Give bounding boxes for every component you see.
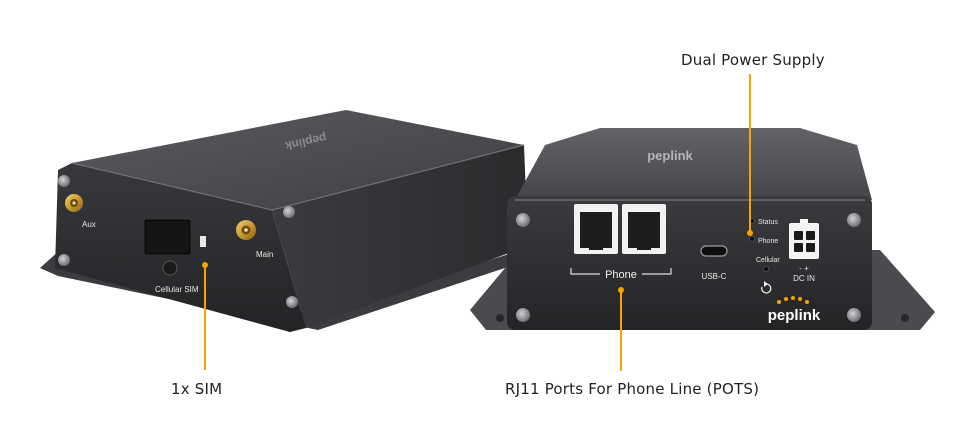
cellular-led-label: Cellular	[756, 257, 780, 264]
sim-callout: 1x SIM	[171, 380, 223, 398]
main-antenna-connector	[236, 220, 256, 240]
flange-hole	[496, 314, 504, 322]
flange-hole	[901, 314, 909, 322]
sim-port-label: Cellular SIM	[155, 285, 199, 294]
screw	[847, 308, 861, 322]
phone-bracket	[642, 268, 672, 275]
aux-antenna-connector	[65, 194, 83, 212]
sim-eject-button	[162, 260, 178, 276]
reset-icon	[761, 281, 772, 294]
rj11-port	[574, 204, 618, 254]
peplink-brand-text: peplink	[768, 307, 821, 324]
rj11-ports-callout: RJ11 Ports For Phone Line (POTS)	[505, 380, 760, 398]
sim-slot-cover	[144, 219, 191, 255]
phone-led-label: Phone	[758, 238, 778, 245]
right-top-surface	[515, 128, 872, 200]
dc-polarity-label: - +	[799, 264, 809, 273]
dual-power-supply-callout: Dual Power Supply	[681, 51, 825, 69]
main-port-label: Main	[256, 250, 273, 259]
aux-port-label: Aux	[82, 220, 96, 229]
rj11-port	[622, 204, 666, 254]
usb-c-port	[700, 245, 728, 257]
dc-in-label: DC IN	[793, 274, 815, 283]
peplink-logo: peplink	[768, 296, 821, 324]
right-top-logo: peplink	[647, 148, 693, 163]
usb-c-label: USB-C	[702, 272, 727, 281]
phone-bracket	[570, 268, 600, 275]
left-device: peplink Aux Main Cellular SIM	[40, 110, 565, 332]
rj11-callout-dot	[618, 287, 624, 293]
sim-callout-dot	[202, 262, 208, 268]
left-side-panel	[272, 145, 528, 328]
left-edge-highlight	[71, 144, 525, 211]
sim-slot-latch	[200, 236, 206, 247]
screw	[58, 175, 70, 187]
phone-led	[749, 236, 755, 242]
dc-in-port	[789, 223, 819, 259]
screw	[58, 254, 70, 266]
phone-port-label: Phone	[605, 269, 637, 281]
cellular-led	[763, 266, 769, 272]
screw	[283, 206, 295, 218]
dual-power-callout-dot	[747, 230, 753, 236]
callout-lines	[202, 74, 753, 371]
status-led-label: Status	[758, 219, 778, 226]
left-top-surface	[72, 110, 524, 210]
screw	[516, 213, 530, 227]
screw	[286, 296, 298, 308]
right-device: peplink Phone USB-C Status Phone Cellula…	[470, 128, 935, 330]
screw	[516, 308, 530, 322]
screw	[847, 213, 861, 227]
